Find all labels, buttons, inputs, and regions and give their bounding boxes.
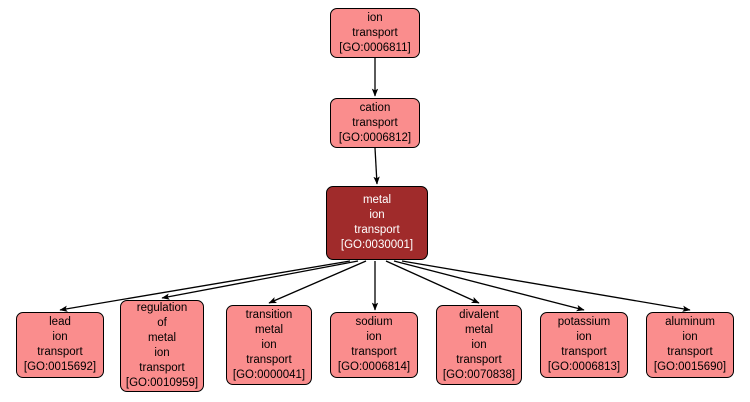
node-go-id: [GO:0006811] [339, 41, 411, 54]
node-go-id: [GO:0000041] [232, 368, 306, 381]
edge-GO0006812-to-GO0030001 [373, 147, 380, 185]
edges [59, 58, 691, 312]
node-label-line: divalent [459, 308, 499, 321]
node-cation-transport[interactable]: cation transport [GO:0006812] [330, 98, 420, 148]
edge-GO0030001-to-GO0006813 [393, 260, 585, 312]
node-label-line: regulation [136, 302, 188, 314]
node-label-line: sodium [355, 316, 393, 328]
node-transition-metal-ion-transport[interactable]: transition metal ion transport [GO:0000041] [226, 305, 312, 385]
node-metal-ion-transport[interactable]: metal ion transport [GO:0030001] [326, 186, 428, 260]
node-label-line: potassium [557, 316, 611, 328]
node-ion-transport[interactable]: ion transport [GO:0006811] [330, 8, 420, 58]
node-go-id: [GO:0006812] [338, 131, 412, 144]
node-go-id: [GO:0015692] [23, 361, 97, 373]
node-label-line: aluminum [665, 316, 715, 328]
node-regulation-of-metal-ion-transport[interactable]: regulation of metal ion transport [GO:0010959… [120, 300, 204, 392]
node-label-line: transport [246, 353, 292, 366]
node-label-line: transport [561, 346, 607, 358]
edge-GO0030001-to-GO0000041 [268, 260, 367, 304]
node-sodium-ion-transport[interactable]: sodium ion transport [GO:0006814] [330, 312, 418, 378]
node-label-line: lead [49, 316, 71, 328]
node-label-line: cation [359, 101, 391, 114]
node-label-line: metal [362, 194, 392, 206]
node-label-line: transport [667, 346, 713, 358]
node-label-line: transport [139, 362, 185, 374]
node-label-line: ion [261, 338, 277, 351]
node-label-line: transport [352, 116, 398, 129]
node-label-line: transport [354, 224, 400, 236]
node-go-id: [GO:0006814] [337, 361, 411, 373]
node-label-line: transition [245, 308, 293, 321]
node-label-line: ion [576, 331, 592, 343]
node-label-line: of [157, 317, 167, 329]
node-lead-ion-transport[interactable]: lead ion transport [GO:0015692] [16, 312, 104, 378]
node-aluminum-ion-transport[interactable]: aluminum ion transport [GO:0015690] [646, 312, 734, 378]
edge-GO0030001-to-GO0015690 [401, 260, 691, 312]
edge-GO0030001-to-GO0070838 [385, 260, 480, 304]
node-potassium-ion-transport[interactable]: potassium ion transport [GO:0006813] [540, 312, 628, 378]
node-divalent-metal-ion-transport[interactable]: divalent metal ion transport [GO:0070838] [436, 305, 522, 385]
node-label-line: ion [367, 11, 383, 24]
node-go-id: [GO:0015690] [653, 361, 727, 373]
node-label-line: metal [254, 323, 284, 336]
node-go-id: [GO:0070838] [442, 368, 516, 381]
node-label-line: ion [682, 331, 698, 343]
node-label-line: transport [37, 346, 83, 358]
node-go-id: [GO:0010959] [125, 377, 199, 389]
edge-GO0030001-to-GO0015692 [59, 260, 351, 312]
node-label-line: transport [456, 353, 502, 366]
node-label-line: metal [464, 323, 494, 336]
node-label-line: ion [154, 347, 170, 359]
node-label-line: ion [52, 331, 68, 343]
node-label-line: ion [366, 331, 382, 343]
node-label-line: transport [352, 26, 398, 39]
node-label-line: transport [351, 346, 397, 358]
node-label-line: ion [471, 338, 487, 351]
node-label-line: ion [369, 209, 385, 221]
node-label-line: metal [147, 332, 177, 344]
node-go-id: [GO:0030001] [340, 239, 414, 251]
node-go-id: [GO:0006813] [547, 361, 621, 373]
edge-GO0030001-to-GO0010959 [161, 260, 359, 300]
